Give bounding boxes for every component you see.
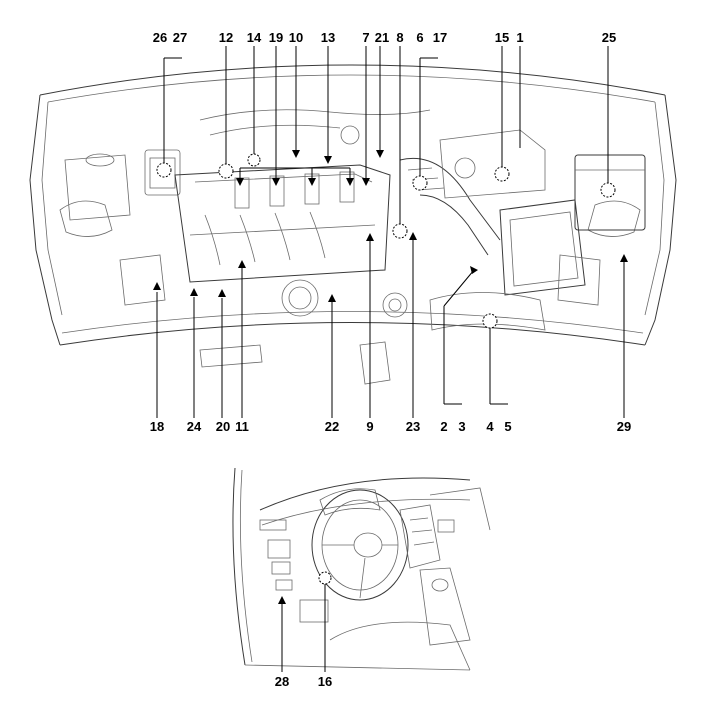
callout-18: 18 bbox=[150, 419, 164, 434]
callout-7: 7 bbox=[362, 30, 369, 45]
callout-1: 1 bbox=[516, 30, 523, 45]
callout-27: 27 bbox=[173, 30, 187, 45]
callout-24: 24 bbox=[187, 419, 202, 434]
callout-25: 25 bbox=[602, 30, 616, 45]
callout-12: 12 bbox=[219, 30, 233, 45]
callout-22: 22 bbox=[325, 419, 339, 434]
callout-6: 6 bbox=[416, 30, 423, 45]
callout-5: 5 bbox=[504, 419, 511, 434]
locator-15 bbox=[494, 166, 510, 182]
callout-10: 10 bbox=[289, 30, 303, 45]
locator-circles bbox=[156, 153, 616, 585]
locator-14 bbox=[247, 153, 261, 167]
engine-bay-illustration bbox=[29, 64, 677, 385]
callout-9: 9 bbox=[366, 419, 373, 434]
interior-illustration bbox=[232, 467, 491, 671]
callout-17: 17 bbox=[433, 30, 447, 45]
callout-19: 19 bbox=[269, 30, 283, 45]
callout-29: 29 bbox=[617, 419, 631, 434]
callout-16: 16 bbox=[318, 674, 332, 689]
leader-lines bbox=[156, 46, 625, 672]
callout-11: 11 bbox=[235, 419, 249, 434]
callout-13: 13 bbox=[321, 30, 335, 45]
callout-3: 3 bbox=[458, 419, 465, 434]
callout-4: 4 bbox=[486, 419, 494, 434]
locator-26-27 bbox=[156, 162, 172, 178]
locator-12 bbox=[218, 163, 234, 179]
callout-8: 8 bbox=[396, 30, 403, 45]
callout-26: 26 bbox=[153, 30, 167, 45]
locator-25 bbox=[600, 182, 616, 198]
locator-4-5 bbox=[482, 313, 498, 329]
callout-23: 23 bbox=[406, 419, 420, 434]
locator-16 bbox=[318, 571, 332, 585]
callout-21: 21 bbox=[375, 30, 389, 45]
locator-8 bbox=[392, 223, 408, 239]
callout-28: 28 bbox=[275, 674, 289, 689]
locator-6-17 bbox=[412, 175, 428, 191]
callout-15: 15 bbox=[495, 30, 509, 45]
callout-labels: 26 27 12 14 19 10 13 7 21 8 6 17 15 1 25… bbox=[150, 30, 631, 689]
callout-14: 14 bbox=[247, 30, 262, 45]
callout-20: 20 bbox=[216, 419, 230, 434]
arrowheads bbox=[153, 150, 628, 604]
callout-2: 2 bbox=[440, 419, 447, 434]
